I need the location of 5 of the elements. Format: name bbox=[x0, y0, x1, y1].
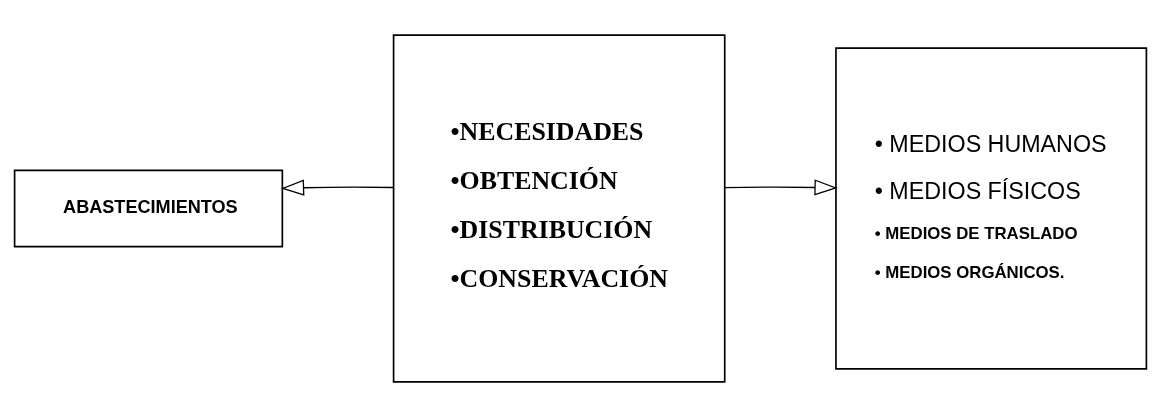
node-box: • MEDIOS HUMANOS • MEDIOS FÍSICOS • MEDIOS DE TRASLADO • MEDIOS ORGÁNICOS. bbox=[835, 47, 1148, 370]
arrow bbox=[280, 179, 394, 196]
node-box: •NECESIDADES •OBTENCIÓN •DISTRIBUCIÓN •CONSERVACIÓN bbox=[392, 34, 726, 383]
arrow bbox=[724, 179, 838, 196]
node-box: ABASTECIMIENTOS bbox=[13, 169, 284, 248]
